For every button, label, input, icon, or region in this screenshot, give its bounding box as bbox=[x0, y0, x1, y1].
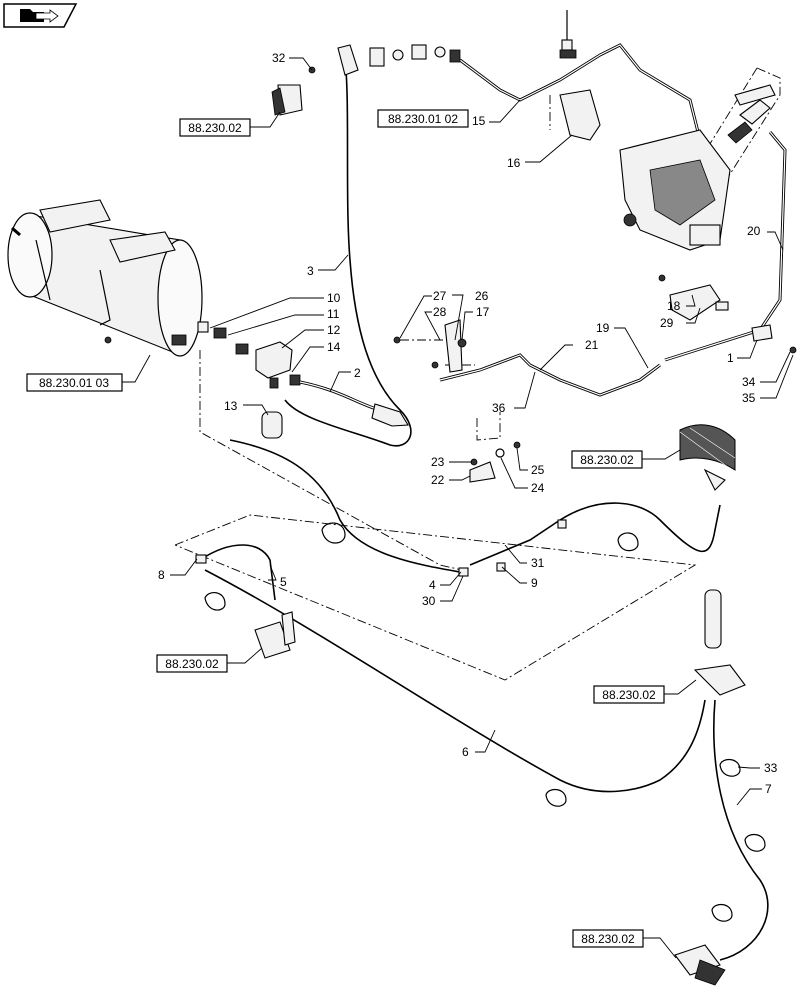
reference-label: 88.230.02 bbox=[165, 657, 219, 671]
tank-fittings bbox=[197, 321, 301, 439]
callout-29: 29 bbox=[660, 316, 674, 330]
coiled-hose bbox=[679, 424, 736, 649]
callout-11: 11 bbox=[327, 307, 340, 321]
callout-8: 8 bbox=[158, 568, 165, 582]
callout-2: 2 bbox=[354, 366, 361, 380]
callout-21: 21 bbox=[585, 338, 599, 352]
callout-leaders bbox=[170, 57, 794, 806]
callout-24: 24 bbox=[531, 481, 545, 495]
callout-5: 5 bbox=[280, 575, 287, 589]
callout-23: 23 bbox=[431, 455, 445, 469]
callout-26: 26 bbox=[475, 289, 489, 303]
callout-3: 3 bbox=[307, 264, 314, 278]
small-fittings bbox=[195, 519, 567, 577]
callout-15: 15 bbox=[472, 114, 486, 128]
folder-arrow-icon[interactable] bbox=[3, 3, 78, 28]
callout-32: 32 bbox=[272, 51, 286, 65]
reference-box-r2[interactable]: 88.230.01 02 bbox=[377, 109, 469, 128]
bracket-16 bbox=[559, 10, 601, 141]
callout-13: 13 bbox=[224, 399, 238, 413]
callout-22: 22 bbox=[431, 473, 445, 487]
callout-36: 36 bbox=[492, 401, 506, 415]
callout-6: 6 bbox=[462, 745, 469, 759]
clip-1 bbox=[751, 324, 797, 354]
bracket-29 bbox=[658, 274, 729, 321]
callout-12: 12 bbox=[327, 323, 341, 337]
bracket-26 bbox=[393, 319, 467, 373]
reference-box-r4[interactable]: 88.230.02 bbox=[571, 450, 643, 469]
top-fittings bbox=[369, 44, 461, 67]
callout-1: 1 bbox=[727, 351, 734, 365]
callout-4: 4 bbox=[429, 578, 436, 592]
callout-9: 9 bbox=[531, 576, 538, 590]
brake-valve-assembly bbox=[619, 84, 776, 251]
reference-label: 88.230.01 02 bbox=[388, 112, 458, 126]
reference-label: 88.230.02 bbox=[580, 453, 634, 467]
callout-27: 27 bbox=[433, 289, 447, 303]
callout-7: 7 bbox=[765, 782, 772, 796]
reference-box-r3[interactable]: 88.230.01 03 bbox=[26, 373, 123, 392]
callout-16: 16 bbox=[507, 156, 521, 170]
hose-2 bbox=[299, 380, 409, 427]
coupler-mid-left bbox=[254, 611, 296, 659]
callout-34: 34 bbox=[742, 375, 756, 389]
reference-label: 88.230.02 bbox=[602, 688, 656, 702]
reference-box-r5[interactable]: 88.230.02 bbox=[156, 654, 228, 673]
callout-14: 14 bbox=[327, 340, 341, 354]
coupler-mid-right bbox=[693, 664, 746, 696]
callout-18: 18 bbox=[667, 299, 681, 313]
callout-31: 31 bbox=[531, 556, 545, 570]
callout-numbers: 32 3 10 11 12 14 2 13 15 16 20 18 29 1 3… bbox=[158, 51, 778, 796]
brake-lines bbox=[199, 43, 787, 961]
reference-label: 88.230.02 bbox=[581, 932, 635, 946]
coupler-bottom bbox=[674, 944, 726, 986]
callout-25: 25 bbox=[531, 463, 545, 477]
callout-30: 30 bbox=[422, 594, 436, 608]
callout-35: 35 bbox=[742, 391, 756, 405]
hose-clips bbox=[204, 522, 766, 922]
callout-28: 28 bbox=[433, 305, 447, 319]
reference-box-r7[interactable]: 88.230.02 bbox=[572, 929, 644, 948]
callout-20: 20 bbox=[747, 224, 761, 238]
callout-10: 10 bbox=[327, 291, 341, 305]
reference-box-r1[interactable]: 88.230.02 bbox=[179, 118, 251, 137]
bracket-22 bbox=[469, 441, 521, 483]
reference-label: 88.230.02 bbox=[188, 121, 242, 135]
air-tank bbox=[7, 199, 203, 357]
reference-label: 88.230.01 03 bbox=[39, 376, 109, 390]
reference-box-r6[interactable]: 88.230.02 bbox=[593, 685, 665, 704]
callout-19: 19 bbox=[596, 321, 610, 335]
callout-17: 17 bbox=[476, 305, 490, 319]
coupler-upper-left bbox=[271, 66, 316, 116]
callout-33: 33 bbox=[764, 761, 778, 775]
